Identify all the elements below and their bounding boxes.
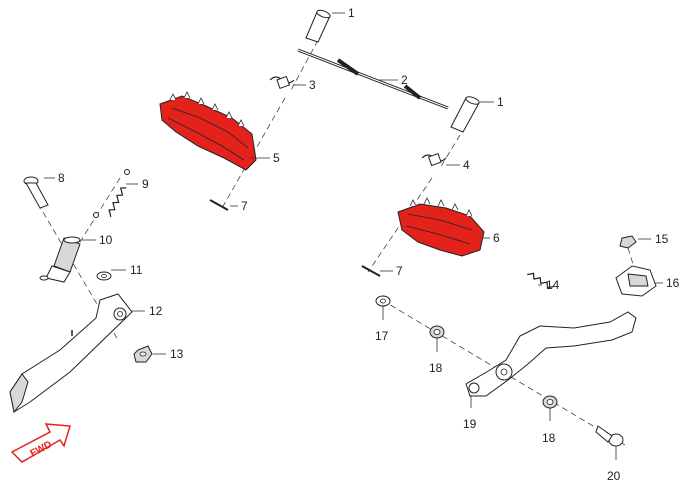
part-11-washer [96,271,112,281]
callout-numbers: 1 2 3 1 4 5 7 6 7 8 9 10 11 12 13 14 15 … [58,6,680,483]
assembly-axes [32,39,639,446]
part-20-pivot-bolt [595,425,624,447]
part-15-bolt [619,235,637,249]
part-7-cotter-pin-lower [361,265,381,277]
part-16-pedal-tip [615,265,657,297]
part-14-brake-spring [527,272,554,289]
footpeg-6-body [397,203,485,257]
fwd-direction-arrow: FWD [10,423,71,463]
callout-7-upper: 7 [241,199,248,213]
fwd-arrow-shape [10,423,71,463]
callout-17: 17 [375,329,389,343]
callout-6: 6 [493,231,500,245]
part-2-long-shaft [297,48,449,110]
callout-19: 19 [463,417,477,431]
footpeg-5-body [159,95,257,171]
part-12-side-stand [9,293,133,414]
callout-9: 9 [142,177,149,191]
part-3-return-spring [269,75,295,90]
callout-3: 3 [309,78,316,92]
callout-12: 12 [149,304,163,318]
part-7-cotter-pin-upper [209,199,229,211]
part-18-bushing-upper [429,325,445,339]
callout-8: 8 [58,171,65,185]
part-10-stand-cylinder [39,236,81,283]
part-18-bushing-lower [542,395,558,409]
callout-14: 14 [546,278,560,292]
callout-15: 15 [655,232,669,246]
callout-2: 2 [401,73,408,87]
callout-13: 13 [170,347,184,361]
callout-20: 20 [607,469,621,483]
part-4-return-spring [421,152,447,167]
callout-4: 4 [463,158,470,172]
part-19-brake-pedal [465,311,637,397]
part-8-bolt [23,176,49,209]
callout-7-lower: 7 [396,264,403,278]
callout-16: 16 [666,276,680,290]
callout-10: 10 [99,233,113,247]
part-6-footpeg-red [397,197,485,257]
part-13-nut [133,345,153,363]
part-17-washer [375,295,391,307]
callout-11: 11 [130,263,143,277]
leader-lines [44,12,663,460]
callout-5: 5 [273,151,280,165]
callout-1-upper: 1 [348,6,355,20]
part-1-pivot-pin-upper [305,9,331,43]
callout-18-upper: 18 [429,361,443,375]
callout-18-lower: 18 [542,431,556,445]
part-1-pivot-pin-lower [450,96,480,133]
callout-1-lower: 1 [497,95,504,109]
part-5-footpeg-red [159,91,257,171]
part-9-side-stand-spring [93,169,130,218]
